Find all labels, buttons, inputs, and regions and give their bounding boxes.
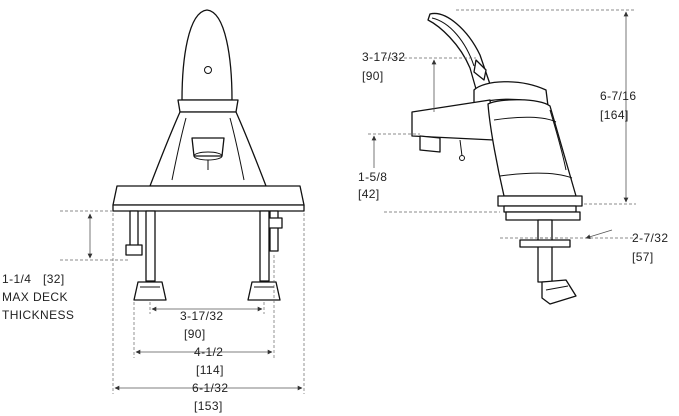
centerset-inch: 4-1/2	[194, 345, 223, 359]
spout-height-inch: 3-17/32	[362, 50, 406, 64]
deck-thickness-dimension: 1-1/4 [32] MAX DECK THICKNESS	[2, 210, 128, 322]
total-height-inch: 6-7/16	[600, 89, 636, 103]
left-shank-assembly	[125, 210, 167, 301]
deck-plate-side	[497, 195, 583, 213]
right-shank-assembly	[247, 210, 283, 301]
lever-handle-side	[427, 12, 549, 107]
spout-height-dimension: 3-17/32 [90]	[362, 50, 500, 213]
deck-thickness-label-2: THICKNESS	[2, 308, 74, 322]
centerset-dimension: 4-1/2 [114]	[133, 255, 275, 377]
aerator-height-inch: 1-5/8	[358, 170, 387, 184]
deck-thickness-inch: 1-1/4	[2, 272, 31, 286]
spout-height-mm: [90]	[362, 69, 384, 83]
total-height-mm: [164]	[600, 108, 629, 122]
supply-spacing-mm: [90]	[184, 327, 206, 341]
faucet-handle-front	[177, 9, 239, 113]
front-view: 1-1/4 [32] MAX DECK THICKNESS 3-17/32 [9…	[2, 9, 305, 413]
below-deck-assembly-side	[505, 211, 581, 305]
centerset-mm: [114]	[196, 363, 224, 377]
below-deck-inch: 2-7/32	[632, 231, 668, 245]
spout-side	[411, 99, 495, 161]
deckplate-width-mm: [153]	[194, 399, 223, 413]
deck-thickness-label-1: MAX DECK	[2, 290, 68, 304]
supply-spacing-dimension: 3-17/32 [90]	[149, 302, 265, 341]
side-view: 3-17/32 [90] 6-7/16 [164] 1-5/8 [42] 2-7…	[358, 9, 668, 305]
total-height-dimension: 6-7/16 [164]	[456, 9, 636, 205]
faucet-body-front	[149, 111, 267, 187]
below-deck-mm: [57]	[632, 250, 654, 264]
below-deck-dimension: 2-7/32 [57]	[500, 229, 668, 264]
aerator-height-mm: [42]	[358, 187, 380, 201]
deck-thickness-mm: [32]	[43, 272, 65, 286]
faucet-body-side	[487, 99, 577, 197]
supply-spacing-inch: 3-17/32	[180, 309, 224, 323]
deck-plate-front	[112, 185, 305, 212]
deckplate-width-dimension: 6-1/32 [153]	[112, 213, 305, 413]
aerator-height-dimension: 1-5/8 [42]	[358, 133, 420, 201]
deckplate-width-inch: 6-1/32	[192, 381, 228, 395]
